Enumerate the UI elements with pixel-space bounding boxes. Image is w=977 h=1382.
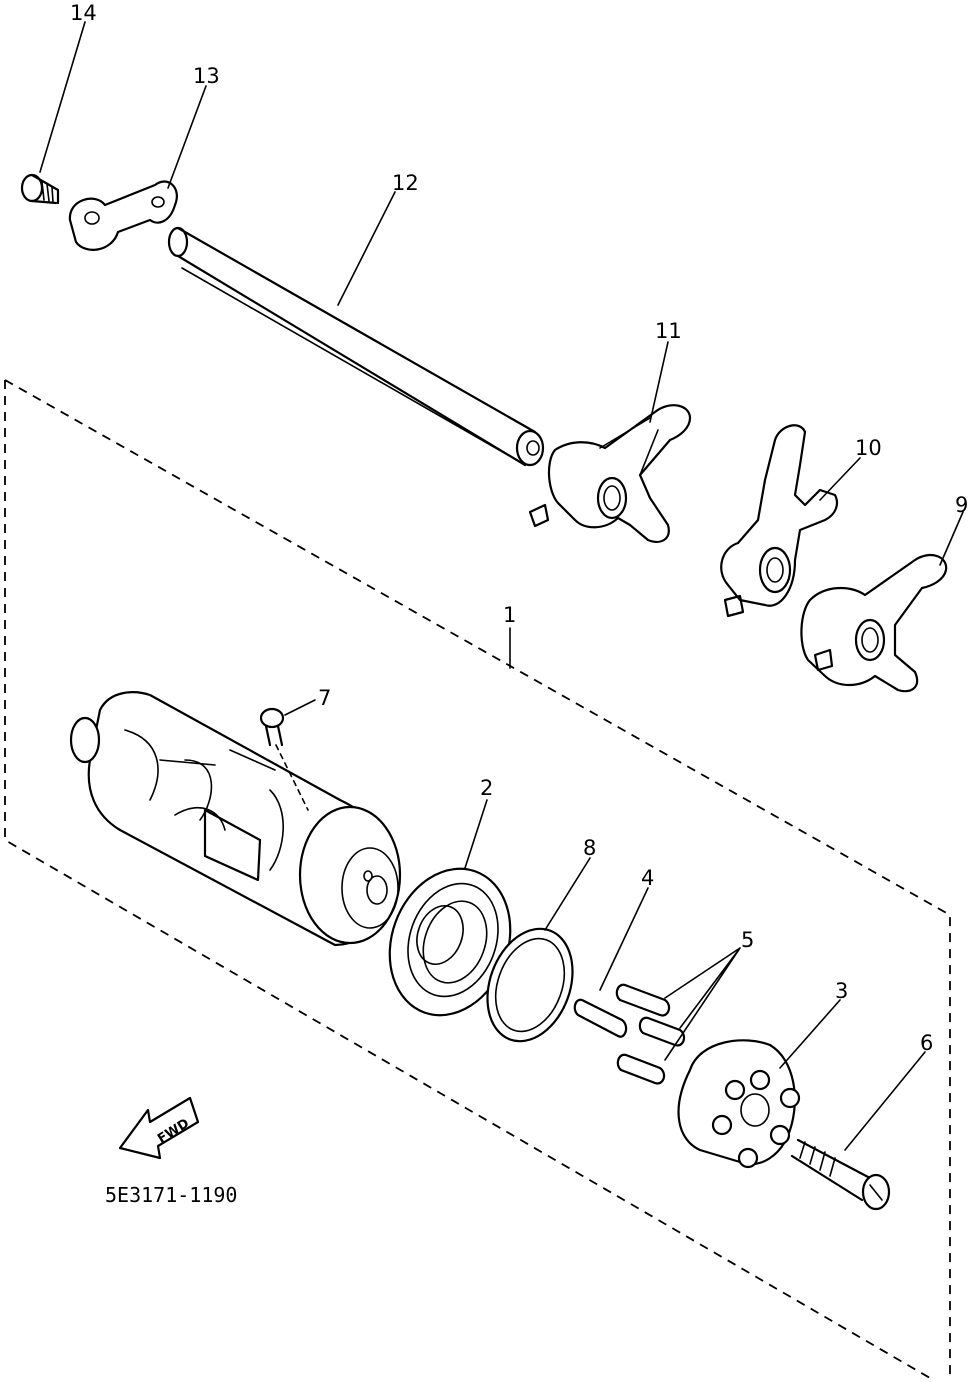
part-5-pins bbox=[615, 983, 686, 1085]
callout-7: 7 bbox=[318, 686, 331, 710]
forward-arrow: FWD bbox=[118, 1096, 200, 1160]
callout-2: 2 bbox=[480, 776, 493, 800]
callout-12: 12 bbox=[392, 171, 419, 195]
part-10-shift-fork bbox=[720, 424, 839, 618]
part-14-screw bbox=[20, 173, 60, 205]
part-8-washer bbox=[486, 927, 574, 1043]
part-4-pin bbox=[573, 998, 628, 1038]
callout-9: 9 bbox=[955, 493, 968, 517]
part-3-segment bbox=[677, 1039, 801, 1169]
callout-1: 1 bbox=[503, 603, 516, 627]
callout-3: 3 bbox=[835, 979, 848, 1003]
assembly-boundary bbox=[4, 379, 951, 1379]
part-7-bolt bbox=[259, 707, 309, 811]
callout-8: 8 bbox=[583, 836, 596, 860]
callout-13: 13 bbox=[193, 64, 220, 88]
callout-11: 11 bbox=[655, 319, 682, 343]
drawing-code: 5E3171-1190 bbox=[105, 1183, 237, 1207]
part-6-screw bbox=[790, 1138, 891, 1211]
part-13-plate bbox=[68, 180, 178, 251]
leader-lines bbox=[39, 21, 964, 1151]
part-1-shift-cam bbox=[69, 691, 402, 947]
part-12-shift-fork-shaft bbox=[167, 226, 545, 467]
part-11-shift-fork bbox=[528, 404, 692, 543]
callout-10: 10 bbox=[855, 436, 882, 460]
callout-14: 14 bbox=[70, 1, 97, 25]
part-9-shift-fork bbox=[800, 553, 948, 693]
callout-6: 6 bbox=[920, 1031, 933, 1055]
callout-4: 4 bbox=[641, 866, 654, 890]
callout-5: 5 bbox=[741, 928, 754, 952]
